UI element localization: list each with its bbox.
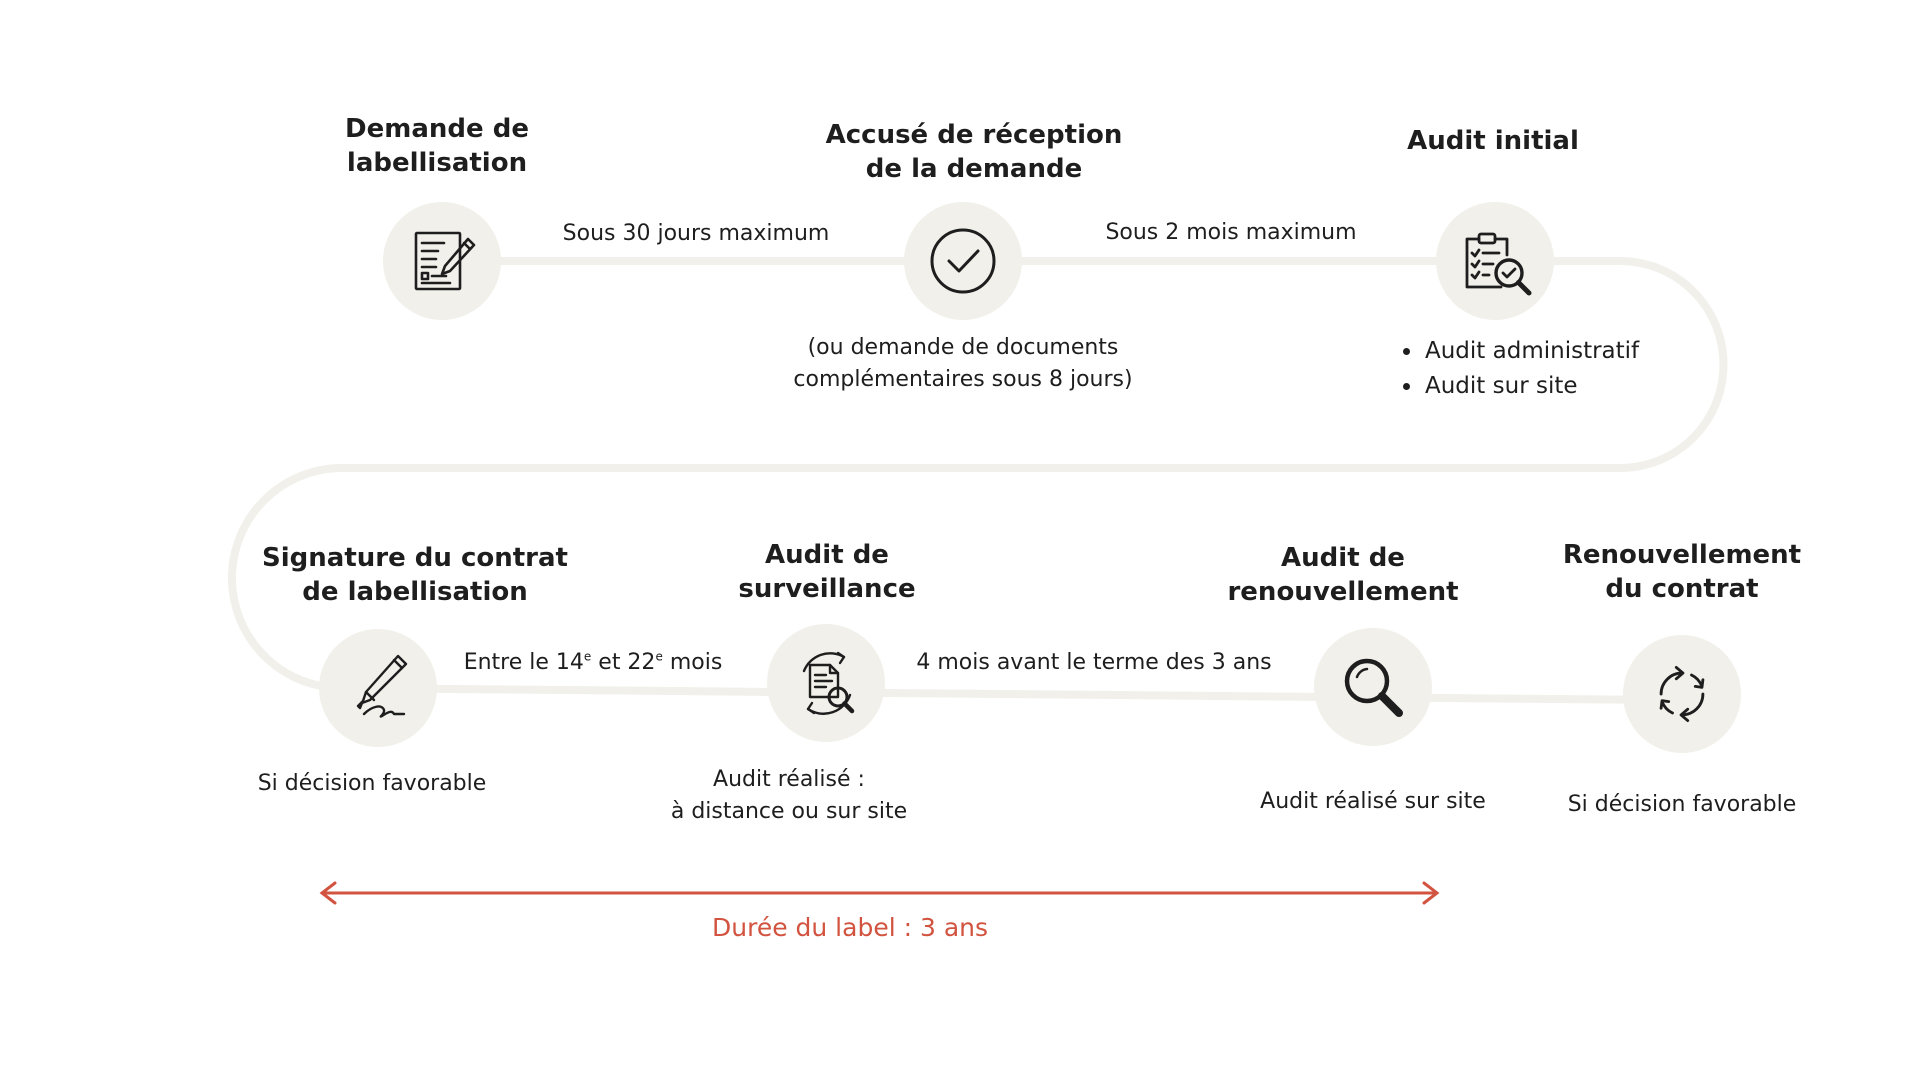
step-circle-renouvellement-contrat bbox=[1623, 635, 1741, 753]
pen-signature-icon bbox=[356, 654, 408, 718]
refresh-cycle-icon bbox=[1659, 665, 1705, 723]
step-circle-accuse bbox=[904, 202, 1022, 320]
step-note-renouvellement-audit: Audit réalisé sur site bbox=[1260, 789, 1486, 814]
track-path bbox=[228, 257, 1728, 704]
step-title-signature: Signature du contrat de labellisation bbox=[262, 543, 568, 607]
list-item: Audit sur site bbox=[1423, 369, 1639, 404]
clipboard-magnifier-icon bbox=[1465, 232, 1532, 296]
step-title-accuse: Accusé de réception de la demande bbox=[825, 120, 1123, 184]
step-circle-renouvellement-audit bbox=[1314, 628, 1432, 746]
connector-label-4: 4 mois avant le terme des 3 ans bbox=[916, 650, 1272, 675]
duration-label: Durée du label : 3 ans bbox=[711, 913, 989, 942]
connector-label-2: Sous 2 mois maximum bbox=[1105, 220, 1357, 245]
document-cycle-magnifier-icon bbox=[802, 651, 855, 715]
step-title-surveillance: Audit de surveillance bbox=[738, 540, 916, 604]
step-title-demande: Demande de labellisation bbox=[345, 114, 529, 178]
step-note-signature: Si décision favorable bbox=[257, 771, 487, 796]
connector-label-1: Sous 30 jours maximum bbox=[562, 221, 830, 246]
magnifier-icon bbox=[1344, 658, 1403, 717]
connector-label-3: Entre le 14e et 22e mois bbox=[463, 649, 723, 675]
form-pencil-icon bbox=[414, 231, 476, 291]
step-circle-signature bbox=[319, 629, 437, 747]
step-note-renouvellement-contrat: Si décision favorable bbox=[1567, 792, 1797, 817]
list-item: Audit administratif bbox=[1423, 334, 1639, 369]
step-title-renouvellement-audit: Audit de renouvellement bbox=[1227, 543, 1459, 607]
step-title-audit-initial: Audit initial bbox=[1407, 126, 1579, 156]
step-circle-demande bbox=[383, 202, 501, 320]
step-circle-surveillance bbox=[767, 624, 885, 742]
step-circle-audit-initial bbox=[1436, 202, 1554, 320]
audit-initial-bullets: Audit administratif Audit sur site bbox=[1397, 334, 1639, 404]
duration-arrow bbox=[319, 881, 1440, 905]
step-note-surveillance: Audit réalisé : à distance ou sur site bbox=[670, 767, 908, 824]
step-title-renouvellement-contrat: Renouvellement du contrat bbox=[1562, 540, 1802, 604]
step-note-accuse: (ou demande de documents complémentaires… bbox=[793, 335, 1133, 392]
checkmark-circle-icon bbox=[930, 228, 996, 294]
